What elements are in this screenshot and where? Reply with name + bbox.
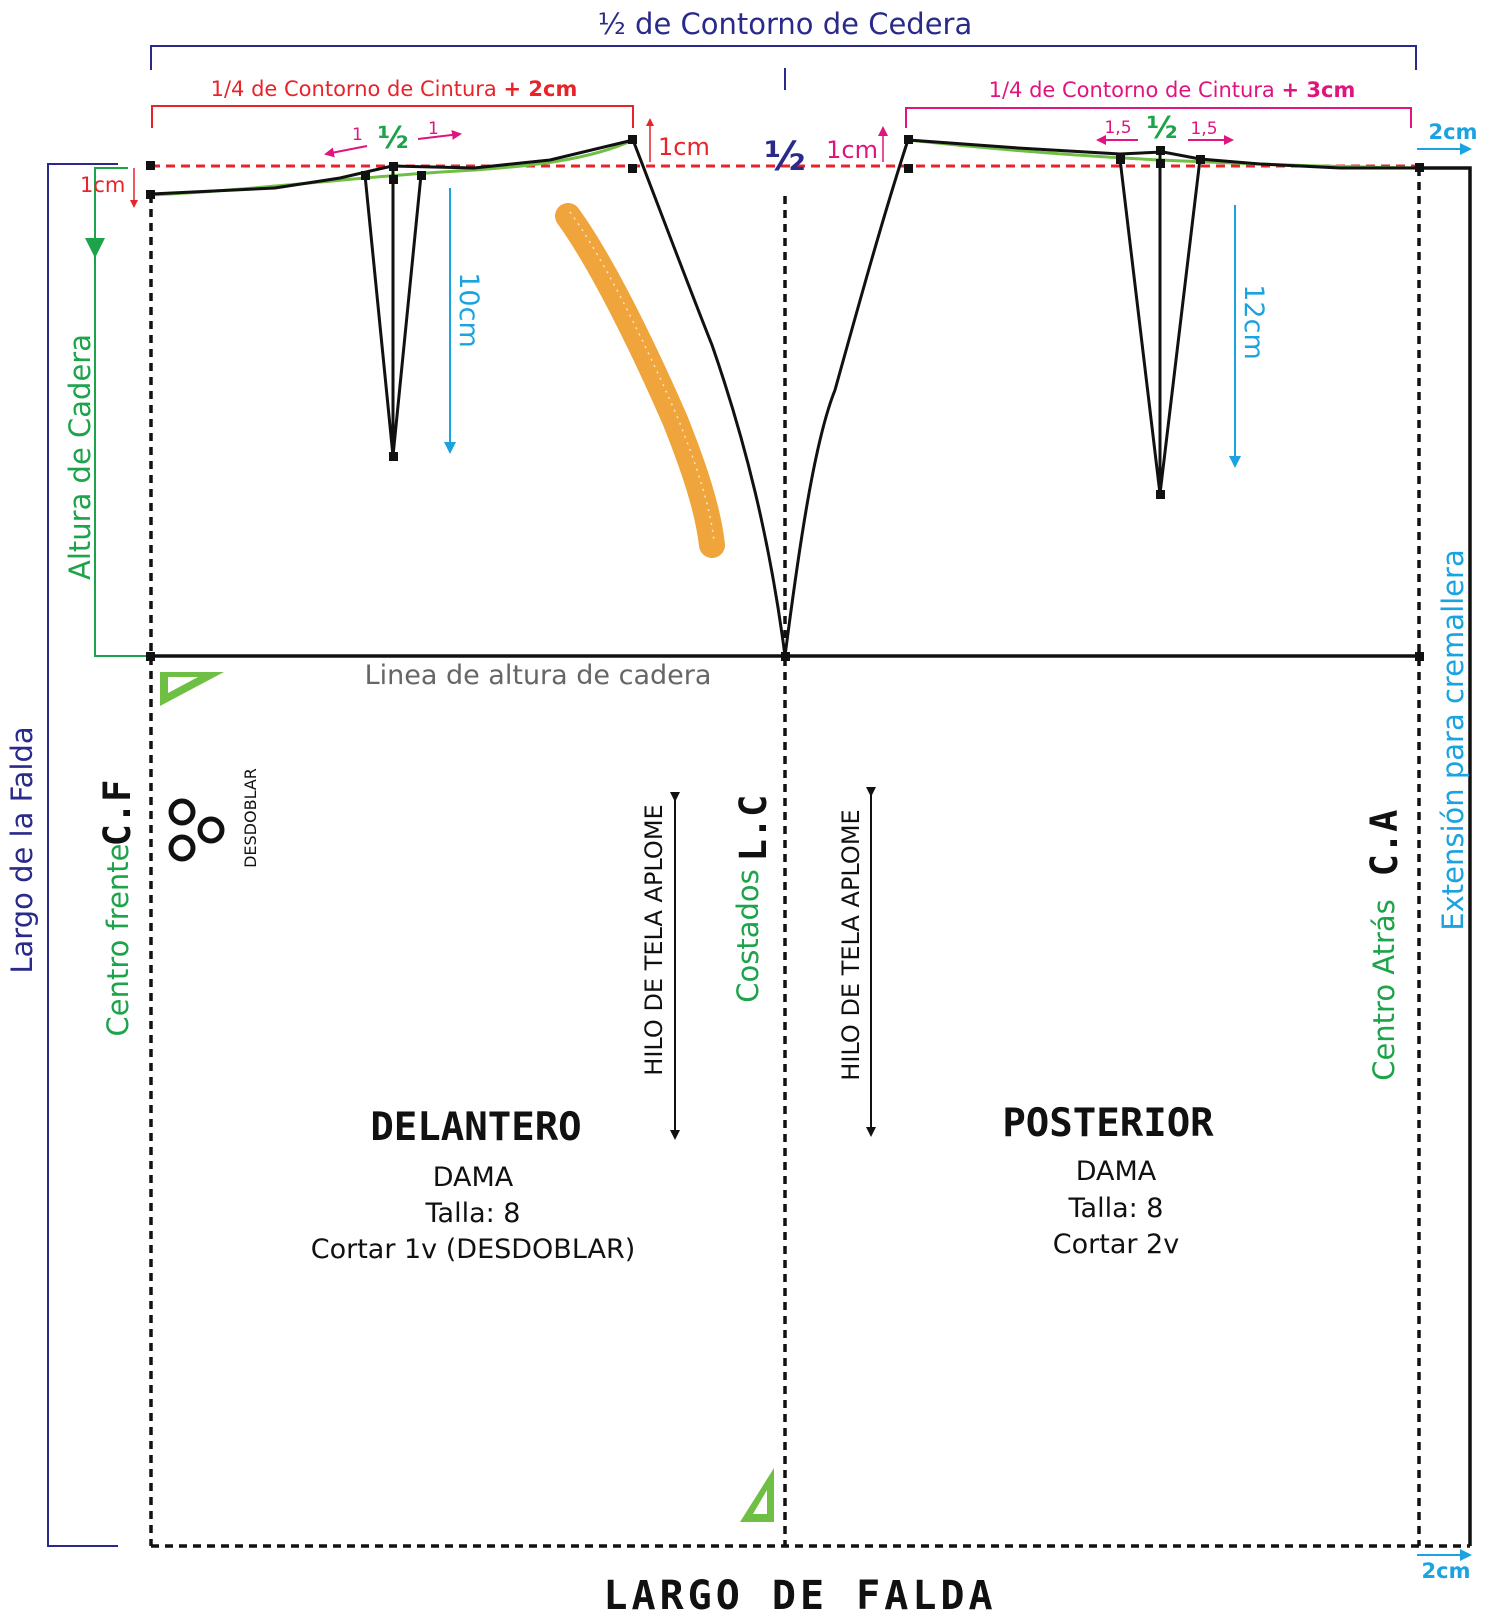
back-waist-curve <box>783 138 1419 657</box>
front-dart-right-arrow <box>417 129 462 140</box>
front-sub3: Cortar 1v (DESDOBLAR) <box>311 1234 636 1265</box>
back-dart-right-label: 1,5 <box>1190 119 1217 139</box>
front-waist-bracket <box>151 105 634 128</box>
back-dart-length: 12cm <box>1238 284 1269 360</box>
back-setsquare-inner <box>753 1490 767 1514</box>
back-sub2: Talla: 8 <box>1068 1193 1164 1224</box>
back-dart-left-label: 1,5 <box>1104 118 1131 138</box>
front-setsquare-inner <box>168 677 198 693</box>
center-front-label: Centro frente <box>101 843 135 1036</box>
side-half: ½ <box>764 134 805 180</box>
cf-drop-label: 1cm <box>80 173 125 197</box>
front-waist-quarter: 1/4 de Contorno de Cintura <box>211 77 497 101</box>
center-back-code: C.A <box>1363 810 1406 877</box>
center-back-label: Centro Atrás <box>1367 899 1401 1081</box>
back-dart-points <box>904 135 1424 661</box>
hip-height-bracket <box>94 167 151 657</box>
back-waist-quarter: 1/4 de Contorno de Cintura <box>989 78 1275 102</box>
front-sub2: Talla: 8 <box>425 1198 521 1229</box>
zipper-extension <box>1419 166 1472 1546</box>
front-waist-curve <box>150 138 787 657</box>
back-grain-label: HILO DE TELA APLOME <box>837 809 865 1080</box>
bottom-title: LARGO DE FALDA <box>603 1573 996 1619</box>
back-dart <box>1118 150 1202 495</box>
side-code: L.C <box>732 795 775 862</box>
fold-symbol-label: DESDOBLAR <box>241 768 260 868</box>
front-dart-left-arrow <box>324 145 368 158</box>
front-dart <box>363 168 423 457</box>
back-title: POSTERIOR <box>1002 1101 1214 1146</box>
skirt-length-bracket <box>47 163 118 1547</box>
fold-symbol-icon <box>168 798 225 862</box>
back-dart-half: ½ <box>1146 111 1177 146</box>
zipper-top-label: 2cm <box>1429 120 1478 144</box>
back-waist-bracket <box>905 107 1412 128</box>
front-dart-left-label: 1 <box>352 125 363 145</box>
front-grain-label: HILO DE TELA APLOME <box>640 804 668 1075</box>
center-front-code: C.F <box>96 780 139 847</box>
back-sub1: DAMA <box>1076 1156 1157 1187</box>
front-dart-length: 10cm <box>453 272 484 348</box>
back-waist-label: 1/4 de Contorno de Cintura + 3cm <box>989 78 1356 102</box>
back-waist-extra: + 3cm <box>1282 78 1356 102</box>
hip-half-label: ½ de Contorno de Cedera <box>598 7 973 41</box>
hip-half-bracket <box>150 45 1417 90</box>
front-sub1: DAMA <box>433 1162 514 1193</box>
front-title: DELANTERO <box>370 1105 581 1150</box>
side-label: Costados <box>731 869 765 1003</box>
zipper-bottom-label: 2cm <box>1422 1559 1471 1583</box>
hip-line-label: Linea de altura de cadera <box>365 660 712 691</box>
skirt-length-label: Largo de la Falda <box>5 726 39 973</box>
pattern-frame <box>149 168 1470 1548</box>
back-side-rise: 1cm <box>826 136 878 164</box>
zipper-extension-label: Extensión para cremallera <box>1436 549 1470 930</box>
front-dart-half: ½ <box>377 121 408 156</box>
front-side-rise: 1cm <box>658 133 710 161</box>
hip-height-label: Altura de Cadera <box>63 334 97 580</box>
front-dart-points <box>146 135 790 661</box>
front-waist-label: 1/4 de Contorno de Cintura + 2cm <box>211 77 578 101</box>
curve-ruler <box>555 203 725 558</box>
front-dart-right-label: 1 <box>428 119 439 139</box>
front-waist-extra: + 2cm <box>504 77 578 101</box>
back-sub3: Cortar 2v <box>1053 1229 1179 1260</box>
